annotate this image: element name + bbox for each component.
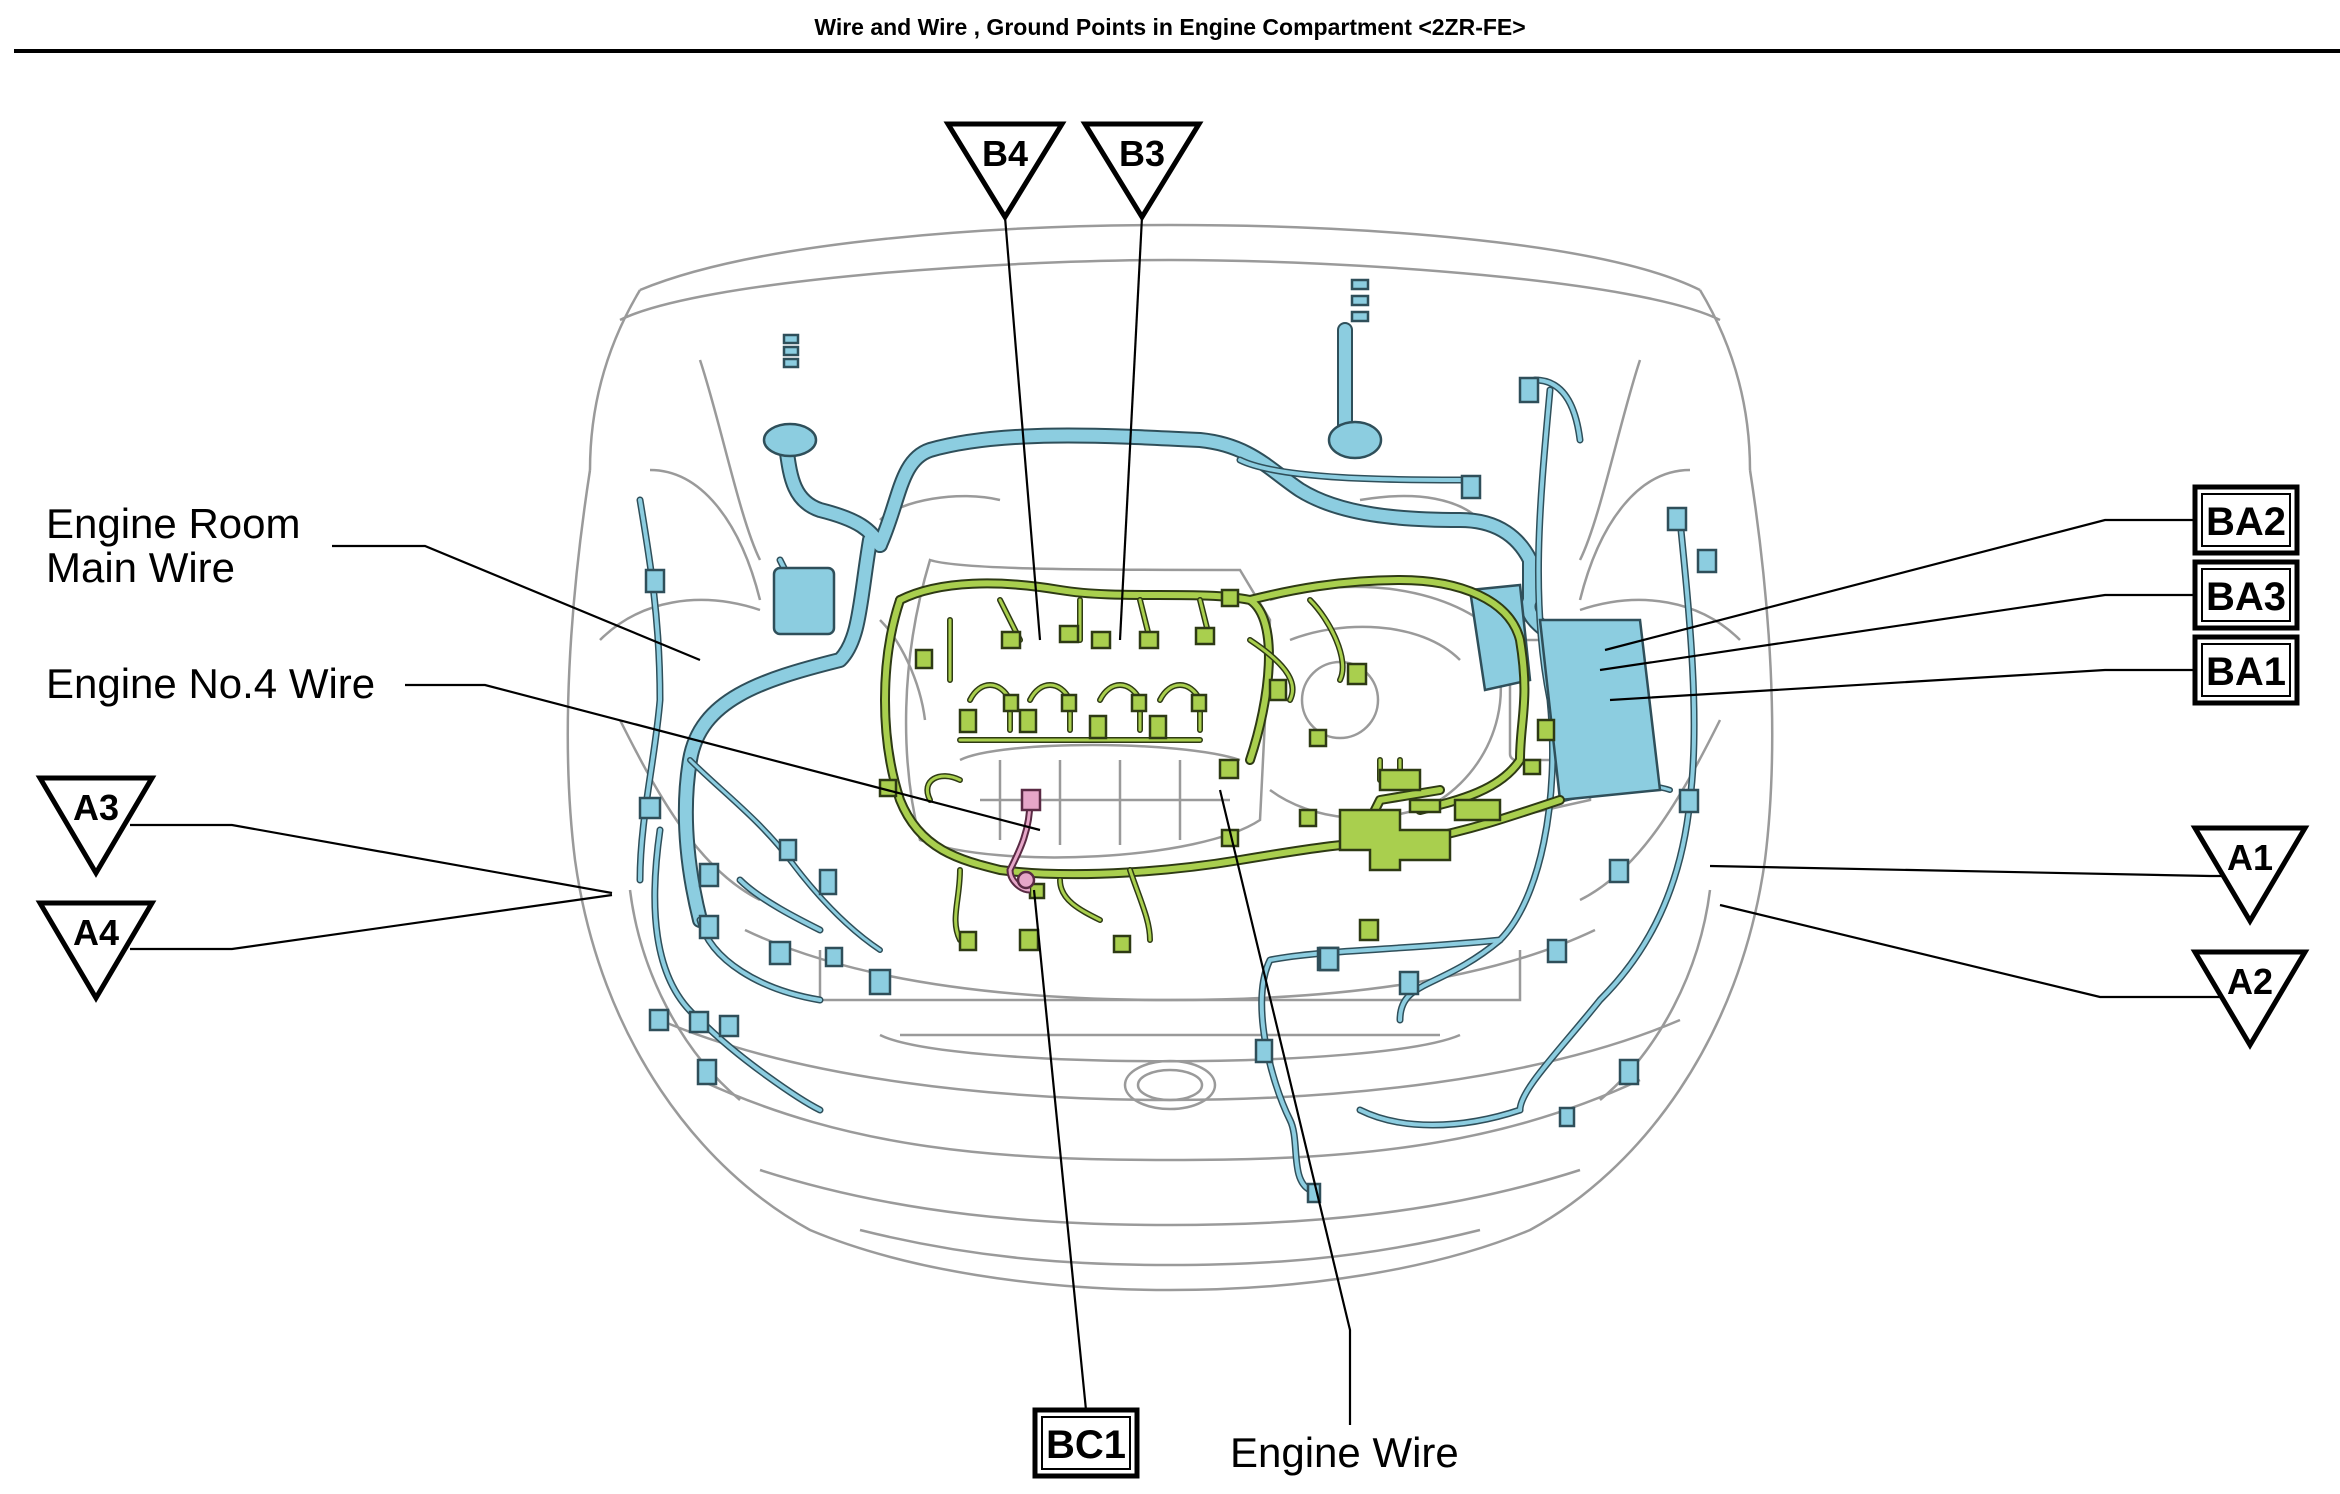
- wire-point-B4-label: B4: [982, 133, 1028, 174]
- main-wire-components: [638, 278, 1718, 1204]
- leader-lines: [130, 216, 2242, 1425]
- wire-point-A3: A3: [35, 775, 157, 878]
- diagram-title: Wire and Wire , Ground Points in Engine …: [814, 14, 1526, 40]
- title-rule: [14, 49, 2340, 53]
- ground-point-BA1: BA1: [2192, 634, 2300, 706]
- label-engine-room-main-wire-line2: Main Wire: [46, 544, 235, 591]
- ground-point-BC1: BC1: [1032, 1407, 1140, 1479]
- label-engine-room-main-wire-line1: Engine Room: [46, 500, 300, 547]
- car-body-outline: [566, 223, 1774, 1292]
- wire-point-A2-label: A2: [2227, 961, 2273, 1002]
- wire-point-B4: B4: [943, 121, 1067, 222]
- ground-point-BA3-label: BA3: [2206, 575, 2286, 619]
- label-engine-no4-wire: Engine No.4 Wire: [46, 660, 375, 707]
- wire-point-A4: A4: [35, 900, 157, 1003]
- ground-point-BA2: BA2: [2192, 484, 2300, 556]
- ground-point-BA1-label: BA1: [2206, 650, 2286, 694]
- wire-point-B3: B3: [1080, 121, 1204, 222]
- wire-point-A1: A1: [2190, 825, 2310, 926]
- ground-point-BA2-label: BA2: [2206, 500, 2286, 544]
- wire-point-B3-label: B3: [1119, 133, 1165, 174]
- wire-point-A2: A2: [2190, 949, 2310, 1050]
- label-engine-wire: Engine Wire: [1230, 1429, 1459, 1476]
- engine-no4-wire: [1006, 788, 1042, 894]
- ground-point-BC1-label: BC1: [1046, 1423, 1126, 1467]
- wire-point-A3-label: A3: [73, 787, 119, 828]
- wire-point-A4-label: A4: [73, 912, 119, 953]
- wire-point-A1-label: A1: [2227, 837, 2273, 878]
- engine-wire-connectors: [878, 588, 1556, 954]
- ground-point-BA3: BA3: [2192, 559, 2300, 631]
